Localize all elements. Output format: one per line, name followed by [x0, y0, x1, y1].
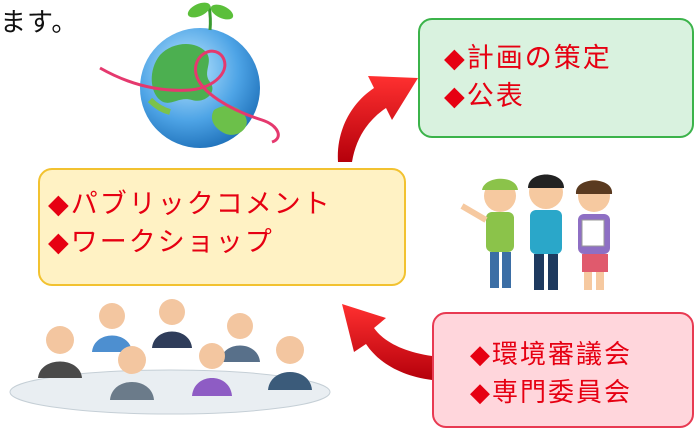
- red-curved-arrow-up: [337, 76, 418, 162]
- intro-text-fragment: ます。: [0, 8, 79, 38]
- plan-item-strategy: ◆計画の策定: [444, 43, 612, 74]
- meeting-people-icon: [9, 299, 331, 415]
- red-curved-arrow-left: [342, 304, 432, 380]
- plan-item-publish: ◆公表: [444, 81, 525, 112]
- plan-box: ◆計画の策定 ◆公表: [418, 18, 694, 138]
- public-item-comment: ◆パブリックコメント: [48, 189, 332, 220]
- council-item-expert: ◆専門委員会: [470, 378, 632, 408]
- public-participation-box: ◆パブリックコメント ◆ワークショップ: [38, 168, 406, 286]
- council-item-environment: ◆環境審議会: [470, 340, 632, 370]
- children-group-icon: [460, 174, 613, 290]
- council-box: ◆環境審議会 ◆専門委員会: [432, 312, 694, 428]
- earth-sprout-heart-icon: [99, 2, 280, 148]
- public-item-workshop: ◆ワークショップ: [48, 227, 274, 258]
